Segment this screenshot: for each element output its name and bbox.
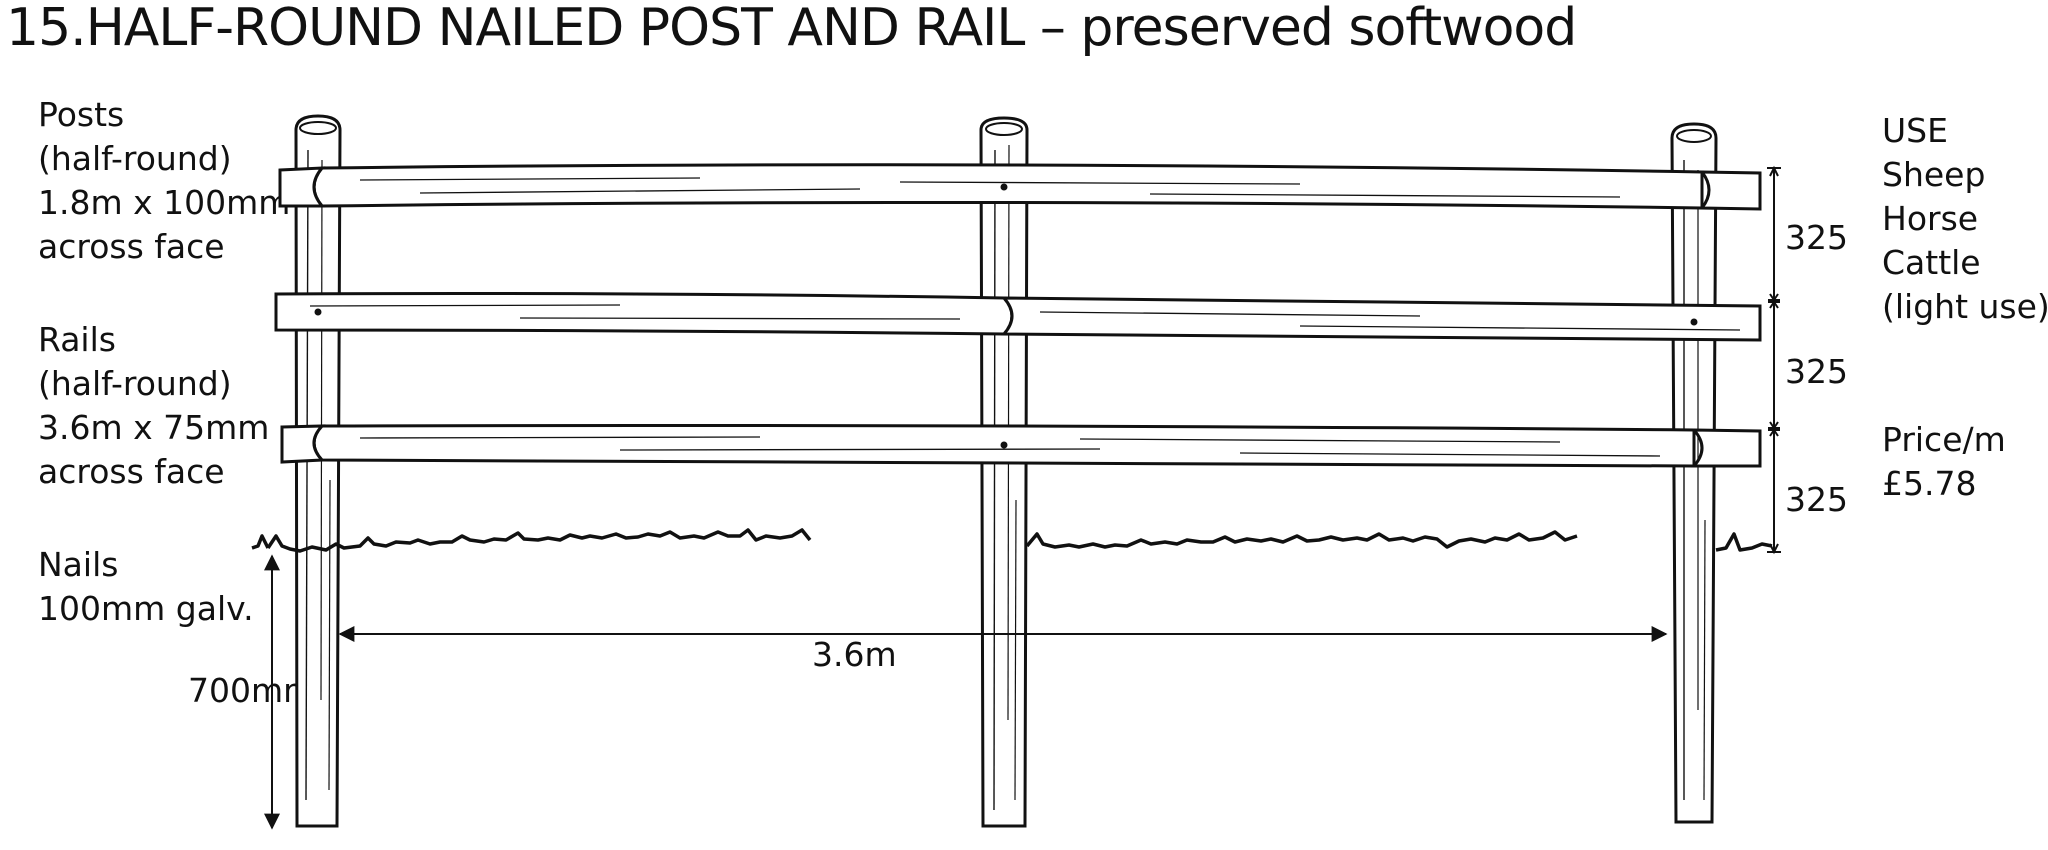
use-line: Sheep [1882,155,1986,194]
use-line: (light use) [1882,287,2048,326]
nails-label: Nails 100mm galv. [38,543,254,631]
price-heading: Price/m [1882,420,2006,459]
use-line: Horse [1882,199,1979,238]
rails-line: across face [38,452,225,491]
posts-heading: Posts [38,95,125,134]
rails-heading: Rails [38,320,116,359]
rails-label: Rails (half-round) 3.6m x 75mm across fa… [38,318,269,494]
nails-heading: Nails [38,545,119,584]
rails-line: 3.6m x 75mm [38,408,270,447]
dimension-lines [264,165,1781,830]
rails-line: (half-round) [38,364,232,403]
posts-label: Posts (half-round) 1.8m x 100mm across f… [38,93,290,269]
use-heading: USE [1882,111,1948,150]
rail [274,292,1762,342]
posts-line: across face [38,227,225,266]
post [294,114,342,828]
posts-line: 1.8m x 100mm [38,183,291,222]
post [979,116,1029,828]
use-line: Cattle [1882,243,1981,282]
price-label: Price/m £5.78 [1882,418,2006,506]
rail [280,424,1762,468]
rail-spacing-label: 325 [1785,218,1848,257]
use-label: USE Sheep Horse Cattle (light use) [1882,109,2048,329]
post [1670,122,1718,824]
rail-spacing-label: 325 [1785,352,1848,391]
diagram-title: 15.HALF-ROUND NAILED POST AND RAIL – pre… [6,0,1577,58]
rail-spacing-label: 325 [1785,480,1848,519]
price-value: £5.78 [1882,464,1977,503]
posts-line: (half-round) [38,139,232,178]
rail [278,163,1762,211]
post-depth-label: 700mm [188,671,316,710]
ground-line [251,528,1773,553]
nails-line: 100mm galv. [38,589,254,628]
